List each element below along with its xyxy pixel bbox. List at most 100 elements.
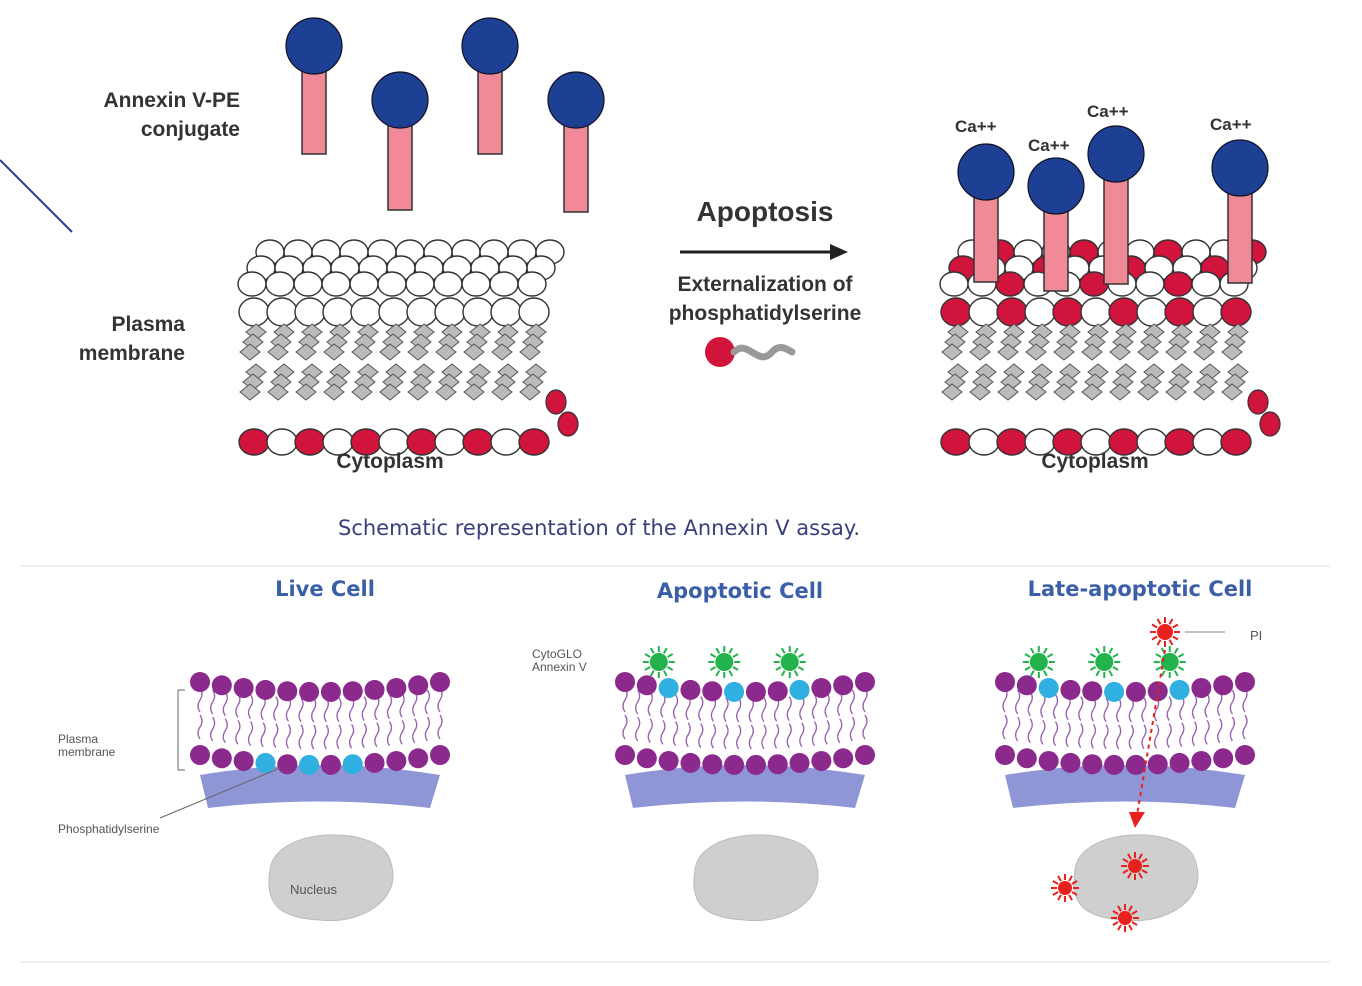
- glow-ray: [797, 666, 805, 671]
- lipid-tail: [761, 724, 767, 750]
- lipid-tail: [1179, 695, 1185, 721]
- lipid-head: [811, 750, 832, 771]
- lipid-tail: [773, 723, 780, 749]
- pi-arrowhead: [1129, 812, 1145, 828]
- glow-ray: [662, 647, 668, 654]
- lipid-tail: [298, 724, 304, 750]
- glow-ray: [1155, 653, 1162, 658]
- glow-ray: [1155, 666, 1162, 671]
- lipid-tail: [811, 721, 818, 747]
- lipid-head: [518, 297, 550, 327]
- lipid-tail: [407, 343, 429, 361]
- glow-ray: [1108, 670, 1114, 677]
- lipid-tail: [1025, 383, 1047, 401]
- externalization-label: Externalization of phosphatidylserine: [620, 270, 910, 328]
- phosphatidylserine-head: [255, 752, 276, 773]
- lipid-head: [940, 297, 972, 327]
- pi-core: [1128, 859, 1142, 873]
- glow-ray: [1173, 647, 1179, 654]
- lipid-tail: [1141, 724, 1147, 750]
- glow-ray: [1112, 653, 1119, 658]
- annexin-v-icon: [1153, 646, 1186, 678]
- lipid-head: [995, 672, 1015, 692]
- lipid-head: [211, 748, 232, 769]
- lipid-tail: [736, 697, 742, 723]
- lipid-tail: [295, 383, 317, 401]
- lipid-head: [1169, 752, 1190, 773]
- glow-ray: [793, 647, 799, 654]
- lipid-tail: [424, 689, 431, 715]
- lipid-head: [265, 271, 295, 297]
- lipid-head: [408, 675, 429, 696]
- lipid-tail: [1053, 343, 1075, 361]
- lipid-tail: [941, 343, 963, 361]
- lipid-tail: [348, 723, 355, 749]
- glow-ray: [1046, 653, 1054, 658]
- annexin-head: [547, 71, 605, 129]
- phosphatidylserine-pointer: [159, 767, 281, 819]
- lipid-tail: [519, 383, 541, 401]
- pi-stained-dna: [1051, 874, 1079, 902]
- lipid-head: [1191, 271, 1221, 297]
- lipid-head: [1220, 297, 1252, 327]
- lipid-tail: [351, 383, 373, 401]
- glow-ray: [728, 647, 734, 654]
- glow-ray: [1128, 905, 1133, 912]
- lipid-tail: [849, 716, 856, 742]
- glow-ray: [1177, 653, 1185, 658]
- lipid-tail: [837, 691, 843, 717]
- figure-caption: Schematic representation of the Annexin …: [338, 516, 861, 540]
- phosphatidylserine-label: Phosphatidylserine: [58, 822, 160, 836]
- lipid-head: [767, 681, 788, 702]
- lipid-tail: [298, 697, 304, 723]
- glow-ray: [649, 670, 655, 677]
- glow-ray: [1095, 647, 1101, 654]
- lipid-head: [724, 754, 745, 775]
- lipid-head: [190, 745, 210, 765]
- lipid-tail: [1179, 722, 1185, 748]
- glow-ray: [715, 647, 721, 654]
- lipid-tail: [1116, 724, 1122, 750]
- lipid-head: [1125, 754, 1146, 775]
- lipid-head: [1164, 297, 1196, 327]
- annexin-v-icon: [642, 646, 675, 678]
- lipid-tail: [1090, 723, 1097, 749]
- lipid-tail: [997, 343, 1019, 361]
- externalization-line2: phosphatidylserine: [668, 302, 862, 325]
- lipid-tail: [824, 719, 830, 745]
- glow-ray: [1068, 894, 1073, 901]
- lipid-head: [433, 271, 463, 297]
- lipid-head: [702, 681, 723, 702]
- glow-ray: [1173, 670, 1179, 677]
- lipid-tail: [267, 383, 289, 401]
- phosphatidylserine-head: [299, 754, 320, 775]
- lipid-tail: [323, 343, 345, 361]
- lipid-head: [1016, 675, 1037, 696]
- cell-panel-late: [995, 617, 1255, 932]
- glow-ray: [715, 670, 721, 677]
- lipid-tail: [997, 383, 1019, 401]
- phosphatidylserine-head: [1169, 679, 1190, 700]
- lipid-tail: [1191, 694, 1198, 720]
- glow-ray: [1029, 670, 1035, 677]
- glow-ray: [1089, 653, 1097, 658]
- glow-ray: [1131, 910, 1138, 915]
- membrane-left: [237, 239, 579, 456]
- lipid-head: [266, 297, 298, 327]
- lipid-tail: [723, 697, 729, 723]
- lipid-tail: [1002, 714, 1008, 740]
- lipid-head: [364, 752, 385, 773]
- lipid-head: [615, 672, 635, 692]
- lipid-tail: [634, 716, 641, 742]
- lipid-head: [995, 271, 1025, 297]
- lipid-head: [833, 748, 854, 769]
- pi-icon: [1150, 617, 1180, 647]
- lipid-head: [518, 428, 550, 456]
- phosphatidylserine-head: [724, 681, 745, 702]
- glow-ray: [1052, 891, 1059, 896]
- calcium-label-4: Ca++: [1210, 115, 1252, 134]
- cytoplasm-band: [1005, 765, 1245, 808]
- lipid-head: [745, 681, 766, 702]
- lipid-tail: [1137, 343, 1159, 361]
- glow-ray: [1141, 869, 1148, 874]
